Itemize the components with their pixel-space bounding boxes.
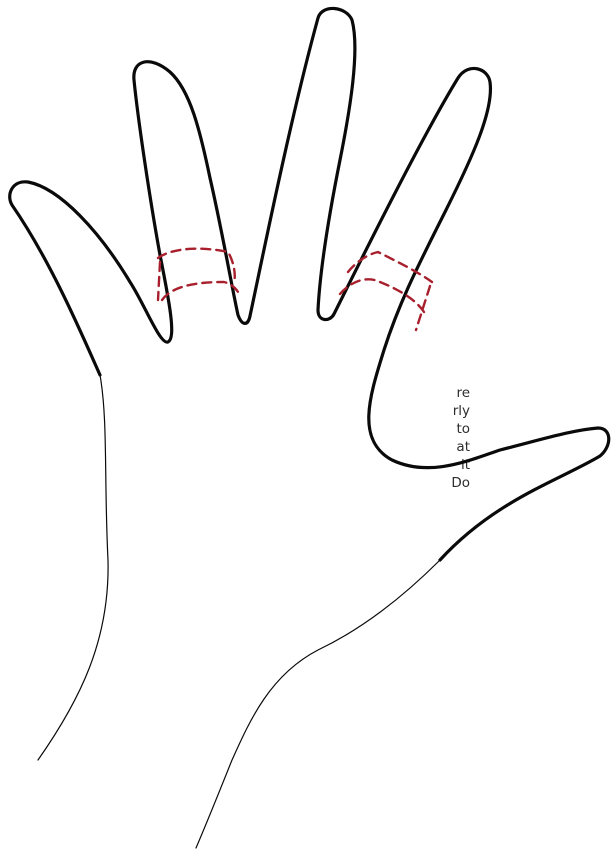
ring-marker-left-bottom [162,282,240,300]
hand-fingers-outline [10,8,609,560]
wrist-right-edge [196,560,440,848]
palm-left-edge [38,375,108,760]
ring-marker-left-top [158,249,235,283]
ring-marker-left-side [158,262,160,300]
ring-marker-right-side [416,286,430,330]
